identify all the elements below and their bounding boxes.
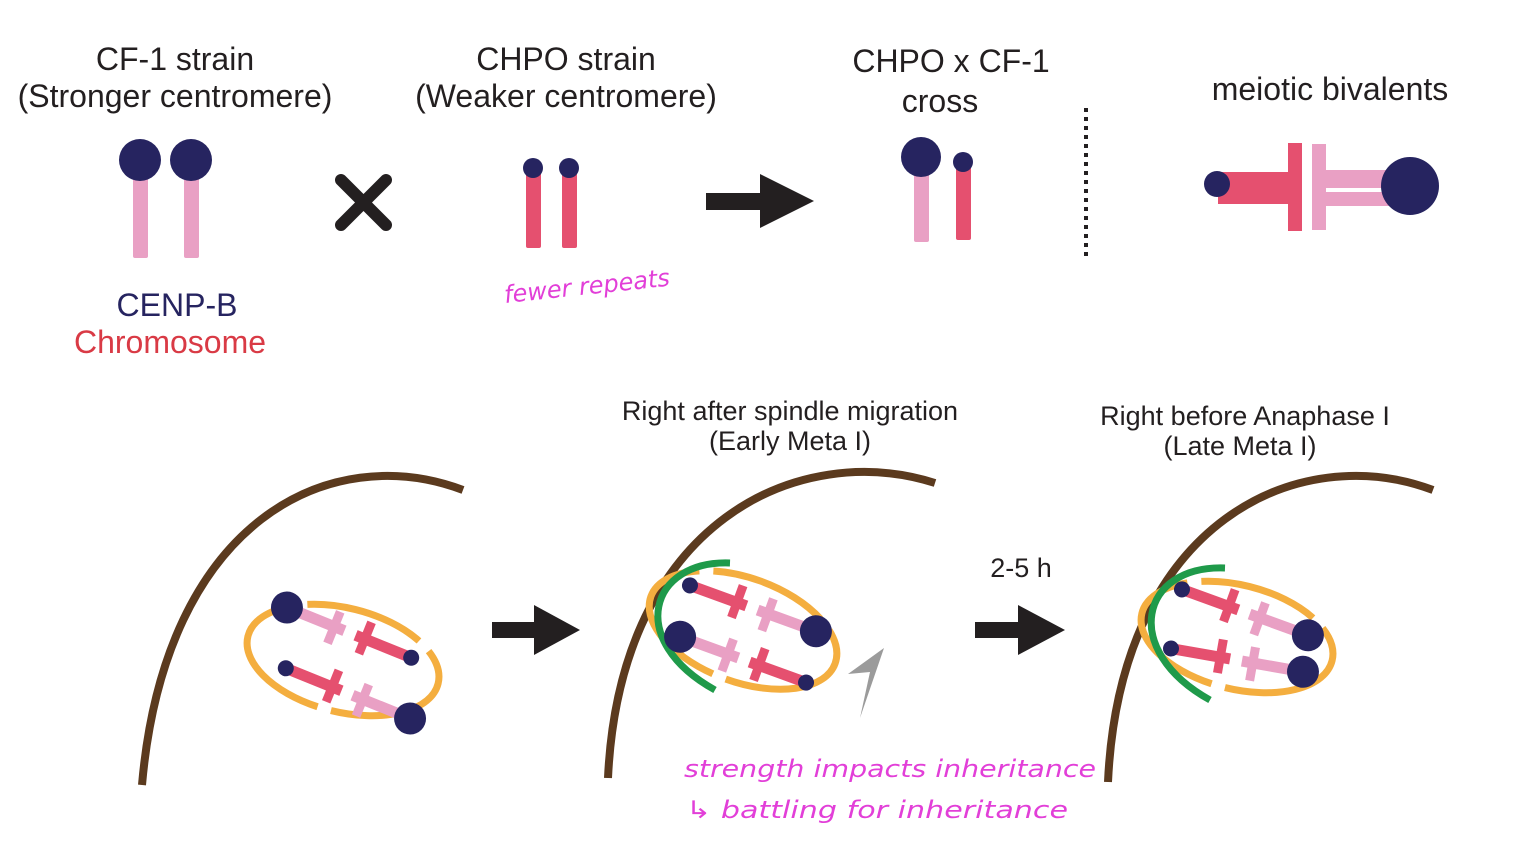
cf1-chromosome-left bbox=[133, 178, 148, 258]
cortex-arc bbox=[1104, 472, 1435, 783]
time-label: 2-5 h bbox=[990, 553, 1052, 583]
svg-text:(Early Meta I): (Early Meta I) bbox=[709, 426, 871, 456]
svg-text:cross: cross bbox=[902, 83, 978, 119]
oocyte-stage-2 bbox=[604, 468, 937, 779]
arrow-right-icon bbox=[706, 174, 814, 228]
cf1-chromosome-right bbox=[184, 178, 199, 258]
svg-text:CHPO x CF-1: CHPO x CF-1 bbox=[852, 43, 1049, 79]
cf1-chromosome-pair bbox=[119, 139, 212, 258]
cross-title: CHPO x CF-1 cross bbox=[852, 43, 1049, 119]
svg-text:Right before Anaphase I: Right before Anaphase I bbox=[1100, 401, 1390, 431]
meiotic-bivalents-title: meiotic bivalents bbox=[1212, 71, 1449, 107]
cross-symbol-icon bbox=[335, 174, 392, 231]
bivalent-strong-centromere bbox=[1381, 157, 1439, 215]
legend-chromosome: Chromosome bbox=[74, 324, 266, 360]
svg-text:(Late Meta I): (Late Meta I) bbox=[1163, 431, 1316, 461]
late-meta-title: Right before Anaphase I (Late Meta I) bbox=[1100, 401, 1390, 461]
chpo-centromere-right bbox=[559, 158, 579, 178]
hybrid-chromosome-cf1 bbox=[914, 170, 929, 242]
gray-arrowhead-icon bbox=[848, 648, 884, 718]
hybrid-chromosome-chpo bbox=[956, 166, 971, 240]
arrow-right-icon bbox=[975, 605, 1065, 655]
chpo-chromosome-left bbox=[526, 172, 541, 248]
spindle-green bbox=[1147, 564, 1226, 704]
handwritten-note-fewer-repeats: fewer repeats bbox=[503, 264, 671, 309]
legend-cenpb: CENP-B bbox=[117, 287, 238, 323]
handwritten-note-battling: ↳ battling for inheritance bbox=[686, 796, 1068, 824]
svg-text:(Weaker centromere): (Weaker centromere) bbox=[415, 78, 717, 114]
cf1-strain-title: CF-1 strain (Stronger centromere) bbox=[18, 41, 333, 114]
chpo-chromosome-right bbox=[562, 172, 577, 248]
chpo-strain-title: CHPO strain (Weaker centromere) bbox=[415, 41, 717, 114]
early-meta-title: Right after spindle migration (Early Met… bbox=[622, 396, 958, 456]
oocyte-stage-3 bbox=[1104, 472, 1435, 783]
arrow-right-icon bbox=[492, 605, 580, 655]
handwritten-note-strength: strength impacts inheritance bbox=[684, 755, 1096, 783]
cf1-centromere-left bbox=[119, 139, 161, 181]
chpo-chromosome-pair bbox=[523, 158, 579, 248]
oocyte-stage-1 bbox=[138, 472, 465, 786]
meiotic-bivalent-illustration bbox=[1204, 143, 1439, 231]
hybrid-centromere-weak bbox=[953, 152, 973, 172]
svg-text:CHPO strain: CHPO strain bbox=[476, 41, 656, 77]
spindle-green bbox=[654, 559, 731, 694]
cf1-centromere-right bbox=[170, 139, 212, 181]
cortex-arc bbox=[138, 472, 465, 786]
svg-text:(Stronger centromere): (Stronger centromere) bbox=[18, 78, 333, 114]
chpo-centromere-left bbox=[523, 158, 543, 178]
svg-text:Right after spindle migration: Right after spindle migration bbox=[622, 396, 958, 426]
bivalent-weak-centromere bbox=[1204, 171, 1230, 197]
hybrid-chromosome-pair bbox=[901, 137, 973, 242]
svg-text:CF-1 strain: CF-1 strain bbox=[96, 41, 254, 77]
cortex-arc bbox=[604, 468, 937, 779]
legend: CENP-B Chromosome bbox=[74, 287, 266, 360]
hybrid-centromere-strong bbox=[901, 137, 941, 177]
